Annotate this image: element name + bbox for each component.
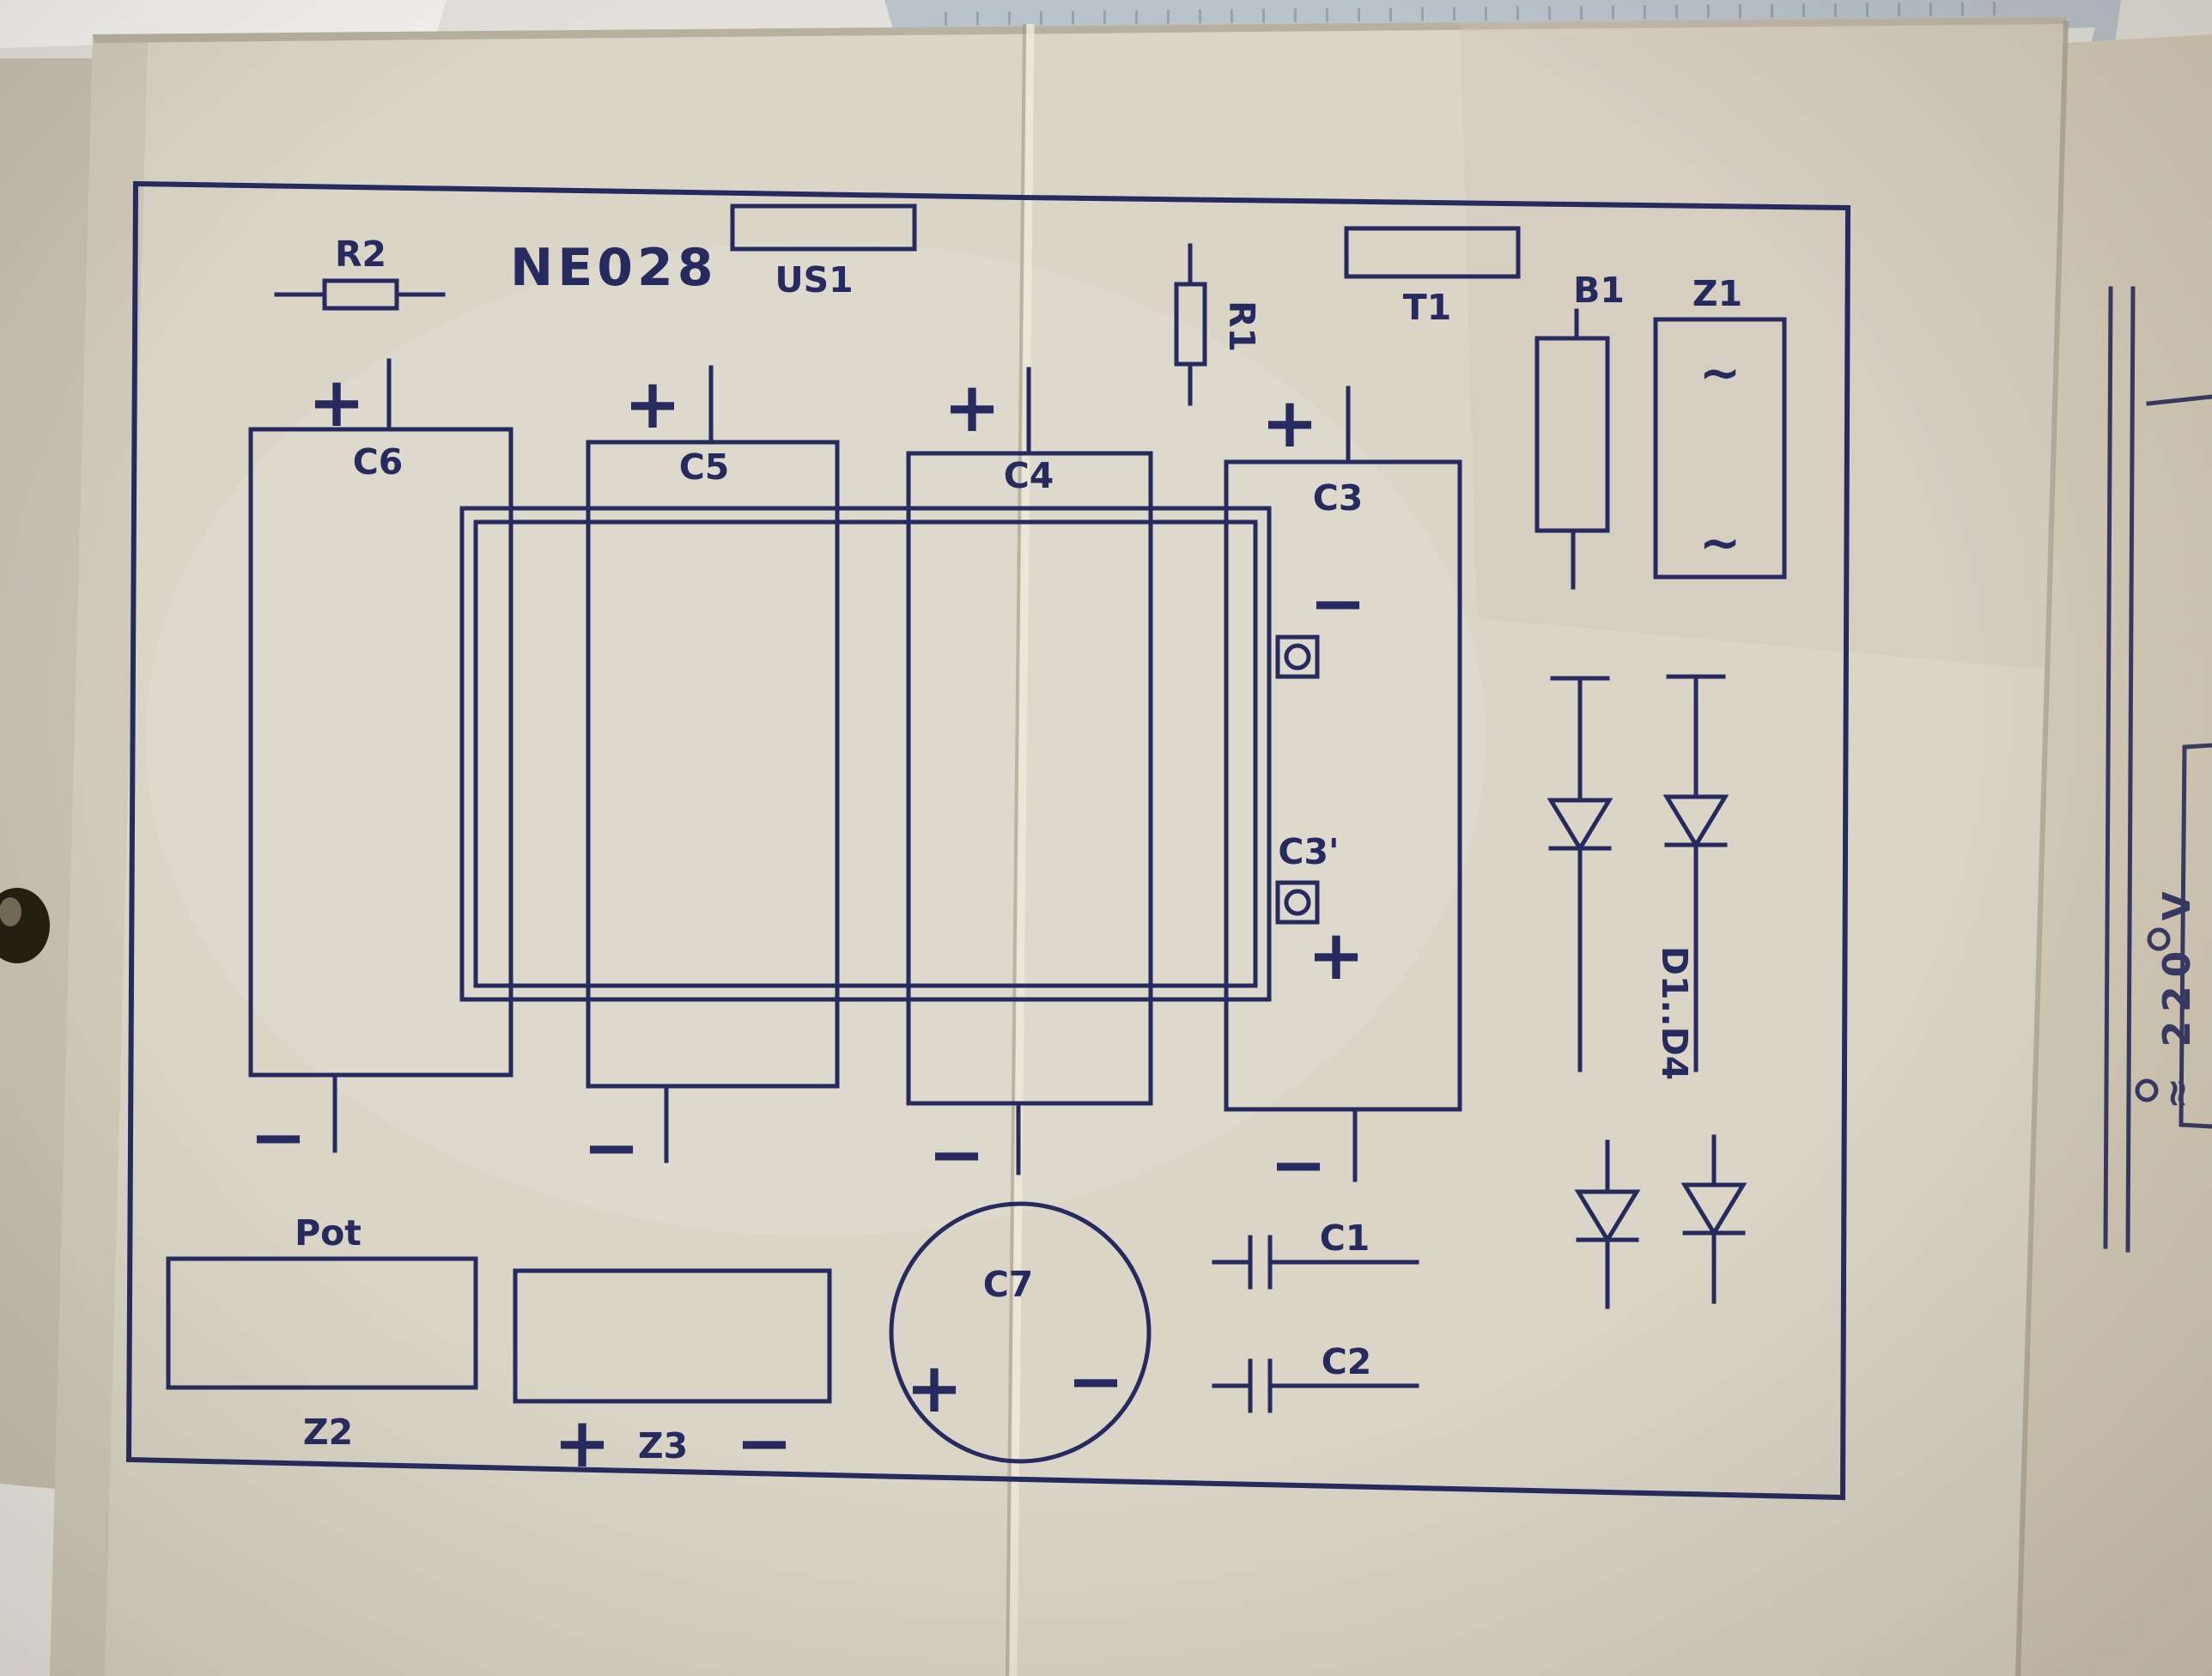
fold-crease-light — [1009, 23, 1035, 1676]
label-c7: C7 — [983, 1264, 1034, 1305]
sheet-right-edge — [2015, 20, 2069, 1676]
sheet-topright-shading — [1460, 17, 2068, 670]
fragment-bracket — [2179, 743, 2212, 1129]
underlying-schematic-fragment: ≈ 220 V — [2103, 286, 2212, 1253]
label-c6: C6 — [353, 441, 404, 483]
resistor-r1: R1 — [1174, 243, 1262, 406]
module-overlay-frame — [459, 506, 1272, 1002]
terminal-z3: + Z3 − — [513, 1268, 832, 1483]
diode-d3-triangle — [1574, 1189, 1641, 1244]
label-pot: Pot — [295, 1212, 362, 1254]
mains-voltage-label: ≈ 220 V — [2155, 883, 2199, 1108]
capacitor-c7: C7 + − — [889, 1201, 1152, 1464]
c3p-pad-top — [1275, 635, 1320, 679]
c4-minus-sign: − — [927, 1114, 985, 1194]
sheet-left-shading — [50, 34, 148, 1676]
label-us1: US1 — [775, 259, 853, 301]
capacitor-c3: + C3 − — [1224, 383, 1462, 1205]
terminal-z1-body — [1653, 317, 1787, 580]
capacitor-c4-body — [906, 451, 1153, 1106]
capacitor-c5: + C5 − — [582, 364, 840, 1187]
z3-plus-sign: + — [553, 1403, 611, 1483]
label-c5: C5 — [679, 446, 730, 488]
label-c3-prime: C3' — [1278, 831, 1339, 872]
overlay-outer — [459, 506, 1272, 1002]
fragment-line — [2103, 286, 2113, 1249]
capacitor-c6-body — [248, 427, 514, 1078]
capacitor-c6: + C6 − — [248, 358, 514, 1177]
trimmer-c3-prime: − C3' + — [1275, 563, 1367, 995]
c4-plus-sign: + — [943, 367, 1000, 447]
label-r2: R2 — [335, 234, 386, 275]
sheet-top-edge-shadow — [93, 17, 2068, 43]
c3p-hole-top — [1284, 643, 1311, 671]
terminal-circle — [2147, 927, 2171, 951]
label-c2: C2 — [1322, 1341, 1372, 1382]
ac-tilde-bottom: ~ — [1699, 513, 1741, 572]
label-d1-d4: D1..D4 — [1654, 946, 1695, 1080]
resistor-r2-body — [322, 278, 399, 311]
terminal-z1: Z1 ~ ~ — [1653, 273, 1787, 580]
diode-d3 — [1574, 1139, 1641, 1309]
label-r1: R1 — [1221, 301, 1262, 352]
fold-crease-dark — [1006, 23, 1026, 1676]
c3p-hole-bottom — [1284, 889, 1311, 916]
label-c3: C3 — [1313, 477, 1364, 519]
capacitor-c7-body — [889, 1201, 1152, 1464]
c3-plus-sign: + — [1261, 383, 1318, 463]
z3-minus-sign: − — [735, 1403, 793, 1483]
label-z1: Z1 — [1692, 273, 1742, 314]
overlay-inner — [473, 519, 1258, 988]
diode-d4 — [1680, 1134, 1747, 1304]
ic-us1: US1 — [730, 203, 917, 301]
c5-plus-sign: + — [623, 364, 681, 444]
terminal-circle — [2135, 1078, 2159, 1102]
board-title: NE028 — [510, 238, 717, 298]
transformer-t1: T1 — [1344, 226, 1521, 328]
capacitor-c2: C2 — [1212, 1341, 1419, 1413]
c3-minus-sign: − — [1269, 1125, 1327, 1205]
ic-us1-body — [730, 203, 917, 252]
capacitor-c3-body — [1224, 459, 1462, 1112]
fragment-line — [2125, 286, 2136, 1253]
c6-minus-sign: − — [249, 1097, 307, 1177]
label-b1: B1 — [1573, 270, 1625, 311]
diode-d2-triangle — [1662, 794, 1729, 849]
terminal-z3-body — [513, 1268, 832, 1404]
c3p-plus-sign: + — [1307, 915, 1364, 995]
potentiometer-z2: Pot Z2 — [166, 1212, 478, 1453]
c3p-pad-bottom — [1275, 880, 1320, 925]
resistor-r2: R2 — [274, 234, 446, 311]
board-outline — [125, 180, 1851, 1501]
ac-tilde-top: ~ — [1699, 343, 1741, 402]
c3p-minus-sign: − — [1309, 563, 1366, 643]
diode-d2 — [1662, 674, 1729, 1072]
label-c1: C1 — [1320, 1218, 1370, 1259]
capacitor-c1: C1 — [1212, 1218, 1419, 1290]
c7-minus-sign: − — [1066, 1341, 1124, 1421]
pcb-layout-drawing: NE028 R2 US1 R1 T1 B1 — [125, 180, 1851, 1501]
diode-d4-triangle — [1680, 1182, 1747, 1237]
capacitor-c5-body — [586, 440, 840, 1089]
label-c4: C4 — [1004, 455, 1054, 496]
transformer-t1-body — [1344, 226, 1521, 279]
diode-bridge-d1-d4: D1..D4 — [1547, 674, 1747, 1309]
punch-hole-highlight — [0, 897, 21, 926]
fuse-b1: B1 — [1534, 270, 1625, 590]
c5-minus-sign: − — [582, 1108, 640, 1187]
capacitor-c4: + C4 − — [906, 367, 1153, 1194]
label-z2: Z2 — [303, 1412, 353, 1453]
label-t1: T1 — [1403, 287, 1452, 328]
label-z3: Z3 — [638, 1425, 688, 1466]
pot-z2-body — [166, 1256, 478, 1390]
sheet-surface — [50, 17, 2068, 1676]
c7-plus-sign: + — [905, 1348, 963, 1428]
fragment-line — [2146, 394, 2212, 406]
diode-d1-triangle — [1547, 798, 1613, 853]
diode-d1 — [1547, 676, 1613, 1072]
